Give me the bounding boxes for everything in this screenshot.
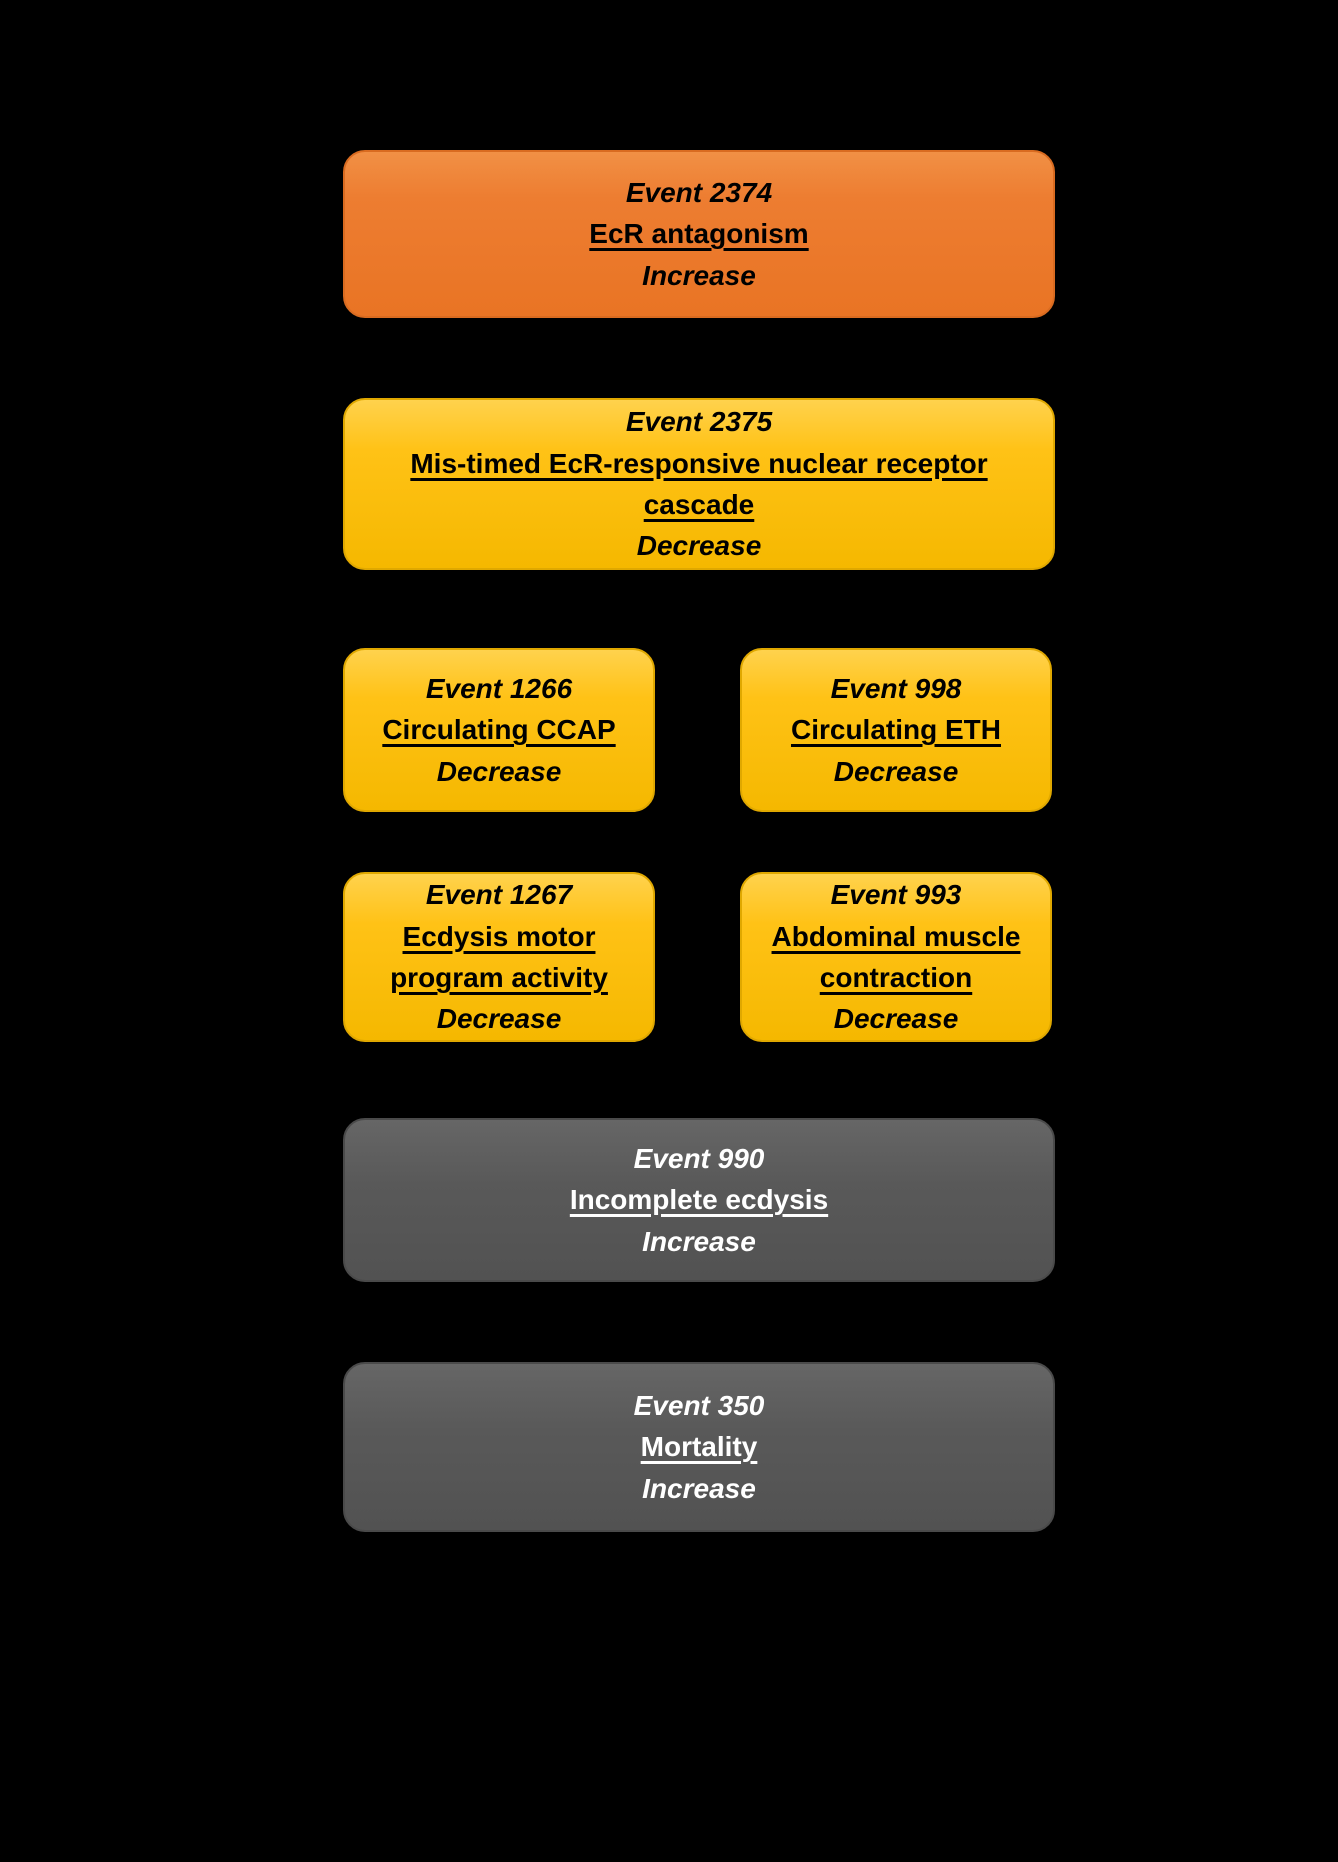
event-direction: Decrease [436, 755, 562, 787]
event-node-2375: Event 2375 Mis-timed EcR-responsive nucl… [343, 398, 1055, 570]
event-node-993: Event 993 Abdominal muscle contraction D… [740, 872, 1052, 1042]
event-node-998: Event 998 Circulating ETH Decrease [740, 648, 1052, 812]
event-name: Incomplete ecdysis [569, 1184, 829, 1216]
event-node-350: Event 350 Mortality Increase [343, 1362, 1055, 1532]
event-id: Event 1266 [425, 672, 573, 704]
event-id: Event 350 [633, 1389, 765, 1421]
event-direction: Decrease [636, 530, 762, 562]
event-direction: Increase [642, 1472, 756, 1504]
event-direction: Decrease [436, 1003, 562, 1035]
event-id: Event 993 [830, 879, 962, 911]
event-id: Event 998 [830, 672, 962, 704]
event-name: Abdominal muscle contraction [771, 920, 1021, 993]
event-name: Circulating ETH [790, 714, 1001, 746]
event-name: Circulating CCAP [382, 714, 616, 746]
event-node-1267: Event 1267 Ecdysis motor program activit… [343, 872, 655, 1042]
event-node-2374: Event 2374 EcR antagonism Increase [343, 150, 1055, 318]
event-node-1266: Event 1266 Circulating CCAP Decrease [343, 648, 655, 812]
event-direction: Increase [642, 259, 756, 291]
event-name: EcR antagonism [589, 218, 809, 250]
event-direction: Decrease [833, 755, 959, 787]
event-id: Event 990 [633, 1142, 765, 1174]
event-id: Event 2374 [625, 176, 773, 208]
event-id: Event 2375 [625, 406, 773, 438]
event-name: Mis-timed EcR-responsive nuclear recepto… [410, 447, 988, 520]
event-direction: Increase [642, 1225, 756, 1257]
event-node-990: Event 990 Incomplete ecdysis Increase [343, 1118, 1055, 1282]
event-name: Mortality [640, 1431, 758, 1463]
event-name: Ecdysis motor program activity [390, 920, 608, 993]
event-direction: Decrease [833, 1003, 959, 1035]
event-id: Event 1267 [425, 879, 573, 911]
